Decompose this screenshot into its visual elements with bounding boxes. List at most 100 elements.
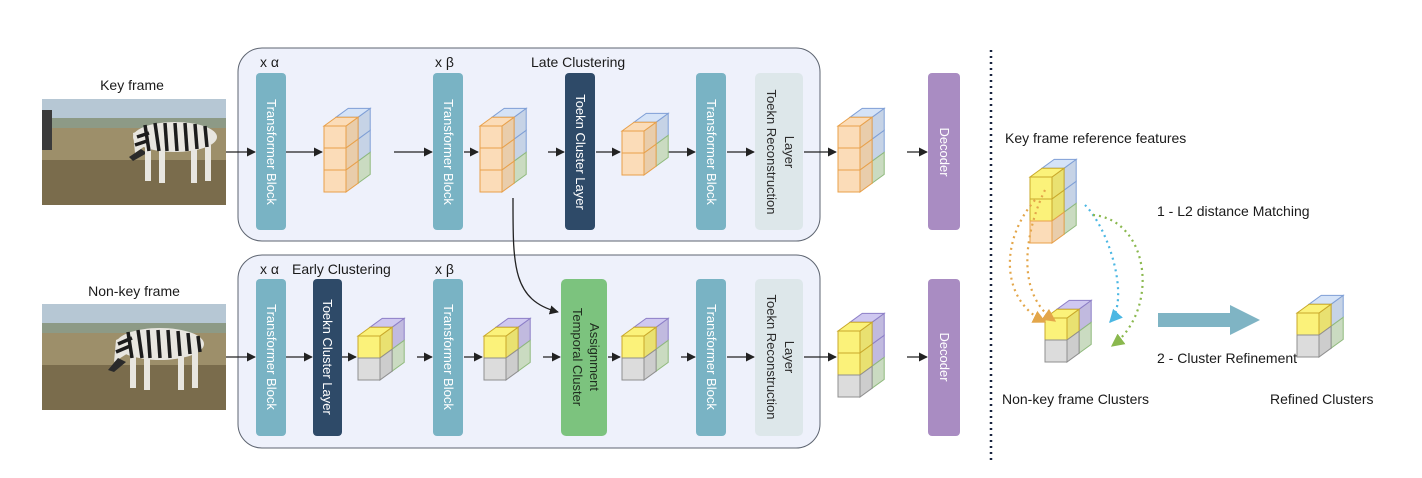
refined-cluster-stack — [1295, 294, 1345, 358]
cube-front-face — [479, 169, 503, 193]
svg-text:Toekn Reconstruction: Toekn Reconstruction — [764, 89, 779, 214]
svg-text:Transformer Block: Transformer Block — [441, 99, 456, 205]
non-key-clusters-label: Non-key frame Clusters — [1002, 391, 1149, 407]
cube-front-face — [479, 147, 503, 171]
cube-front-face — [1296, 312, 1320, 336]
bottom-alpha-label: x α — [260, 261, 279, 277]
bottom-token-stack-2 — [482, 317, 532, 381]
cube-front-face — [837, 330, 861, 354]
top-token-stack-4 — [836, 107, 886, 193]
cube-side-face — [1051, 211, 1065, 244]
cube-side-face — [859, 365, 873, 398]
refined-clusters-label: Refined Clusters — [1270, 391, 1374, 407]
l2-matching-label: 1 - L2 distance Matching — [1157, 203, 1310, 219]
temporal-cluster-assignment: Temporal Cluster Assignment — [561, 279, 607, 436]
cube-side-face — [643, 348, 657, 381]
cluster-refinement-label: 2 - Cluster Refinement — [1157, 350, 1297, 366]
svg-text:Decoder: Decoder — [937, 127, 952, 177]
early-clustering-title: Early Clustering — [292, 261, 391, 277]
key-frame-label: Key frame — [100, 77, 164, 93]
cube-top-face — [620, 121, 658, 132]
svg-text:Decoder: Decoder — [937, 332, 952, 382]
top-token-stack-3 — [620, 112, 670, 176]
cube-side-face — [1318, 325, 1332, 358]
cube-side-face — [501, 160, 515, 193]
bottom-token-stack-3 — [620, 317, 670, 381]
reference-features-label: Key frame reference features — [1005, 130, 1186, 146]
svg-text:Toekn Cluster Layer: Toekn Cluster Layer — [320, 299, 335, 415]
cube-front-face — [323, 147, 347, 171]
cube-side-face — [859, 160, 873, 193]
matching-arrows — [1008, 189, 1144, 347]
cube-front-face — [621, 130, 645, 154]
cube-front-face — [357, 335, 381, 359]
top-decoder: Decoder — [928, 73, 960, 230]
cube-front-face — [837, 352, 861, 376]
refine-arrow — [1158, 305, 1260, 335]
cube-front-face — [621, 335, 645, 359]
cube-front-face — [483, 335, 507, 359]
svg-text:Toekn Reconstruction: Toekn Reconstruction — [764, 294, 779, 419]
top-token-reconstruction-layer: Toekn Reconstruction Layer — [755, 73, 803, 230]
cube-front-face — [837, 169, 861, 193]
bottom-transformer-block-2: Transformer Block — [433, 279, 463, 436]
top-beta-label: x β — [435, 54, 454, 70]
cube-top-face — [620, 326, 658, 337]
non-key-cluster-stack — [1043, 299, 1093, 363]
svg-text:Layer: Layer — [782, 341, 797, 374]
top-flow-arrows — [226, 147, 928, 315]
cube-side-face — [643, 143, 657, 176]
cube-top-face — [1028, 167, 1066, 178]
cube-top-face — [836, 321, 874, 332]
non-key-frame-image — [42, 304, 226, 410]
cube-front-face — [621, 152, 645, 176]
key-frame-image — [42, 99, 226, 205]
svg-text:Transformer Block: Transformer Block — [264, 304, 279, 410]
cube-front-face — [1044, 339, 1068, 363]
bottom-token-stack-1 — [356, 317, 406, 381]
svg-text:Transformer Block: Transformer Block — [441, 304, 456, 410]
svg-text:Transformer Block: Transformer Block — [704, 99, 719, 205]
cube-front-face — [1044, 317, 1068, 341]
cube-front-face — [1029, 176, 1053, 200]
cube-front-face — [479, 125, 503, 149]
top-token-stack-2 — [478, 107, 528, 193]
cube-side-face — [379, 348, 393, 381]
cube-front-face — [837, 147, 861, 171]
bottom-transformer-block-1: Transformer Block — [256, 279, 286, 436]
cube-front-face — [621, 357, 645, 381]
cube-top-face — [322, 116, 360, 127]
cube-front-face — [837, 374, 861, 398]
svg-text:Assignment: Assignment — [587, 323, 602, 391]
cube-front-face — [323, 125, 347, 149]
svg-text:Temporal Cluster: Temporal Cluster — [570, 308, 585, 407]
cube-side-face — [1066, 330, 1080, 363]
cube-front-face — [1296, 334, 1320, 358]
cube-front-face — [837, 125, 861, 149]
bottom-token-stack-4 — [836, 312, 886, 398]
bottom-token-reconstruction-layer: Toekn Reconstruction Layer — [755, 279, 803, 436]
non-key-frame-label: Non-key frame — [88, 283, 180, 299]
bottom-decoder: Decoder — [928, 279, 960, 436]
bottom-token-cluster-layer: Toekn Cluster Layer — [313, 279, 342, 436]
cube-top-face — [478, 116, 516, 127]
svg-text:Toekn Cluster Layer: Toekn Cluster Layer — [573, 94, 588, 210]
cube-front-face — [357, 357, 381, 381]
bottom-transformer-block-3: Transformer Block — [696, 279, 726, 436]
top-transformer-block-1: Transformer Block — [256, 73, 286, 230]
reference-feature-stack — [1028, 158, 1078, 244]
cube-front-face — [483, 357, 507, 381]
bottom-beta-label: x β — [435, 261, 454, 277]
top-token-cluster-layer: Toekn Cluster Layer — [565, 73, 595, 230]
cube-top-face — [482, 326, 520, 337]
svg-text:Transformer Block: Transformer Block — [704, 304, 719, 410]
top-alpha-label: x α — [260, 54, 279, 70]
cube-top-face — [1295, 303, 1333, 314]
token-cube-stacks — [322, 107, 1345, 398]
top-token-stack-1 — [322, 107, 372, 193]
late-clustering-panel — [237, 47, 821, 242]
svg-text:Transformer Block: Transformer Block — [264, 99, 279, 205]
late-clustering-title: Late Clustering — [531, 54, 625, 70]
top-transformer-block-3: Transformer Block — [696, 73, 726, 230]
